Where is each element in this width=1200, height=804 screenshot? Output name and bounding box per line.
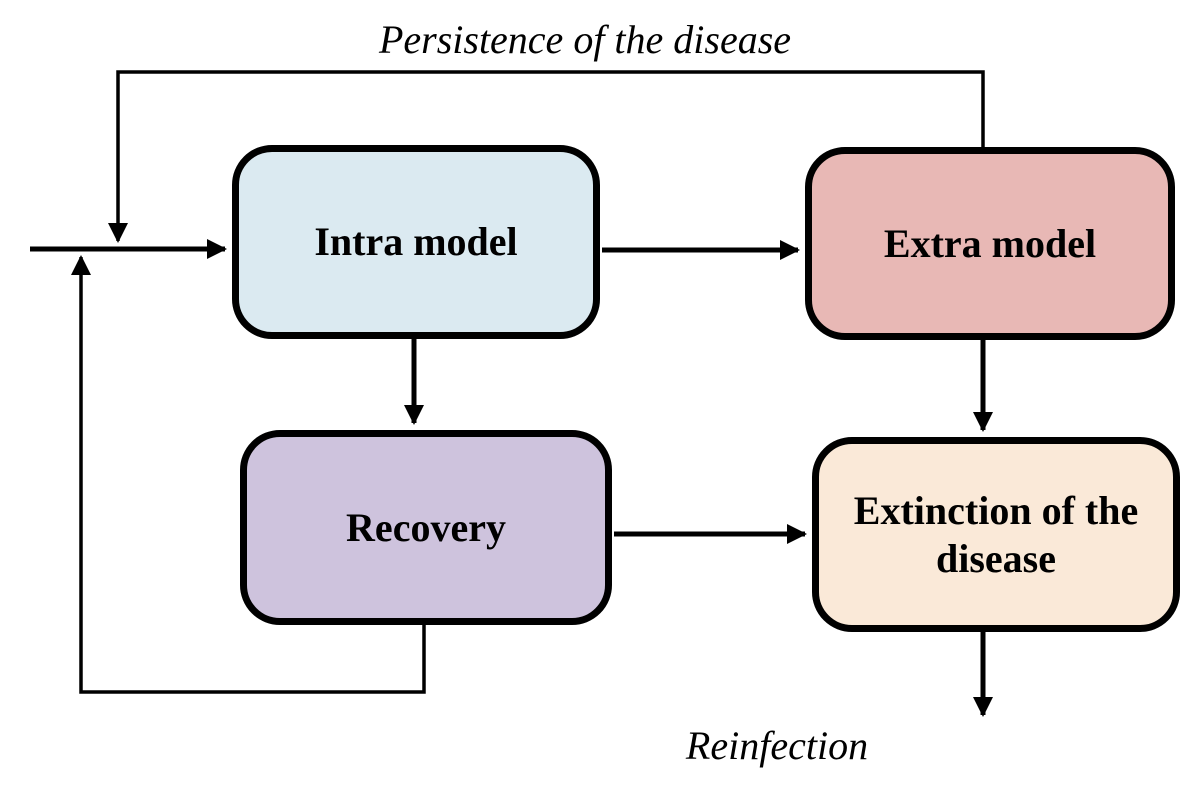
node-extinction-of-disease-label: Extinction of the disease <box>853 487 1139 581</box>
node-extra-model-label: Extra model <box>883 220 1097 266</box>
node-recovery: Recovery <box>240 430 612 625</box>
arrow-recovery-feedback <box>71 255 426 694</box>
reinfection-label: Reinfection <box>685 723 869 768</box>
node-extra-model: Extra model <box>805 147 1175 340</box>
arrow-persistence-feedback <box>108 70 985 243</box>
node-intra-model-label: Intra model <box>314 219 518 264</box>
node-intra-model: Intra model <box>232 145 600 339</box>
node-recovery-label: Recovery <box>346 504 506 550</box>
node-extinction-of-disease: Extinction of the disease <box>812 437 1180 632</box>
persistence-label: Persistence of the disease <box>378 17 792 62</box>
